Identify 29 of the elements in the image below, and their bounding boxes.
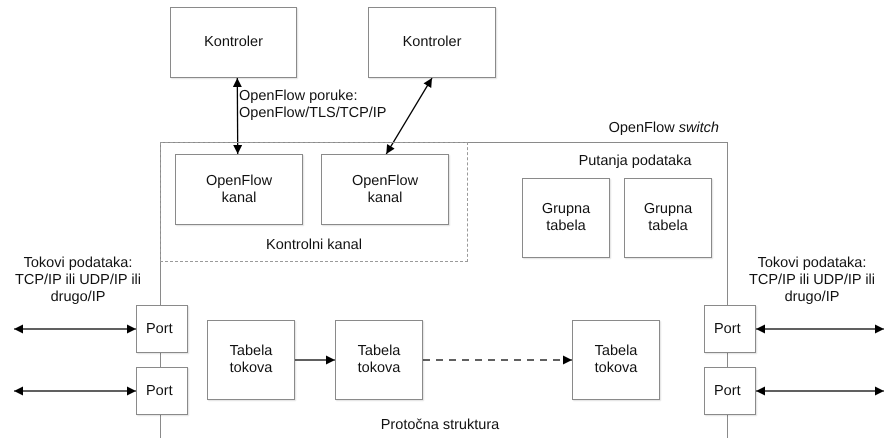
arrow <box>386 78 433 154</box>
process-box: OpenFlow kanal <box>321 154 449 225</box>
process-box: Grupna tabela <box>522 178 610 258</box>
port-box: Port <box>704 305 756 353</box>
port-box: Port <box>136 367 188 415</box>
arrow <box>756 324 884 334</box>
arrow <box>423 356 572 364</box>
port-box: Port <box>704 367 756 415</box>
note-text: Tokovi podataka: TCP/IP ili UDP/IP ili drugo/IP <box>14 255 142 306</box>
note-text: Putanja podataka <box>578 153 692 170</box>
arrow <box>295 356 335 364</box>
process-box: Grupna tabela <box>624 178 712 258</box>
process-box: OpenFlow kanal <box>175 154 303 225</box>
note-text: Protočna struktura <box>380 417 500 434</box>
process-box: Tabela tokova <box>572 320 660 400</box>
process-box: Kontroler <box>170 7 297 78</box>
arrow <box>14 324 136 334</box>
channel-region <box>160 142 468 262</box>
note-text: OpenFlow poruke: OpenFlow/TLS/TCP/IP <box>239 88 388 122</box>
region-heading: Kontrolni kanal <box>265 237 363 253</box>
arrow <box>14 386 136 396</box>
port-box: Port <box>136 305 188 353</box>
switch-heading: OpenFlow switch <box>608 120 719 136</box>
process-box: Kontroler <box>368 7 496 78</box>
note-text: Tokovi podataka: TCP/IP ili UDP/IP ili drugo/IP <box>748 255 876 306</box>
process-box: Tabela tokova <box>335 320 423 400</box>
process-box: Tabela tokova <box>207 320 295 400</box>
arrow <box>756 386 884 396</box>
arrow <box>232 78 242 154</box>
